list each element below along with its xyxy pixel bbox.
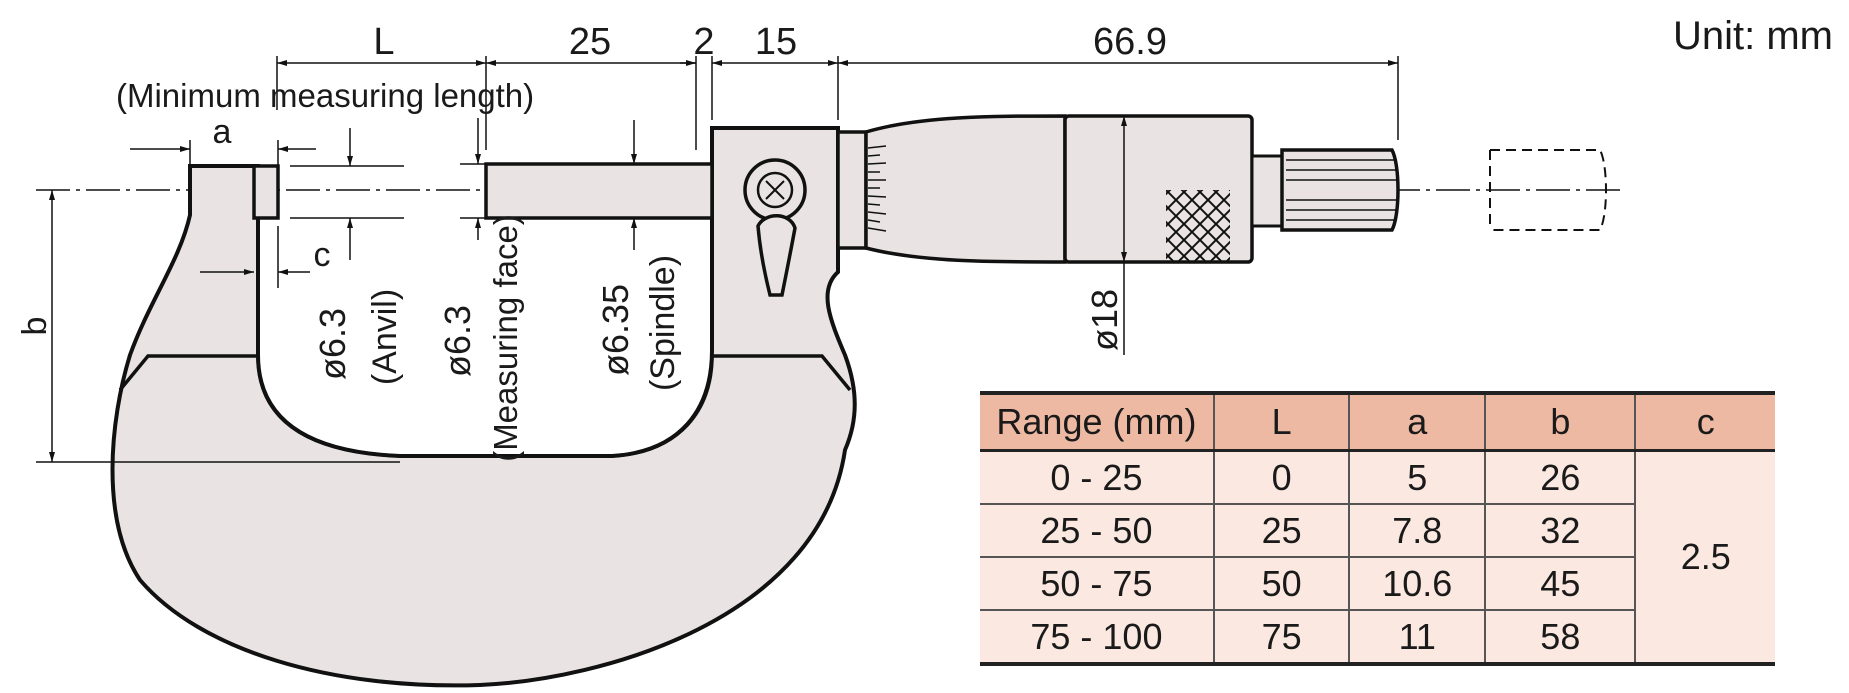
cell-b: 32 <box>1484 503 1636 557</box>
spindle <box>484 162 714 220</box>
cell-range: 75 - 100 <box>980 609 1214 666</box>
cell-c-merged: 2.5 <box>1634 449 1775 666</box>
sleeve <box>836 130 868 250</box>
anvil-dia-label: ø6.3 <box>312 308 353 380</box>
header-range: Range (mm) <box>980 391 1214 452</box>
measuring-face-label: (Measuring face) <box>487 214 524 462</box>
micrometer-frame <box>110 126 857 688</box>
dim-c-label: c <box>314 236 331 274</box>
face-dia-label: ø6.3 <box>437 305 478 377</box>
dim-a-label: a <box>213 113 232 151</box>
cell-L: 0 <box>1212 449 1350 504</box>
ratchet-stop <box>1280 148 1400 232</box>
table-row: 25 - 50 25 7.8 32 <box>980 503 1775 557</box>
knurl-pattern <box>1166 190 1230 262</box>
cell-L: 75 <box>1212 609 1350 666</box>
dim-L-label: L <box>373 21 394 63</box>
dimension-lines <box>36 60 1398 463</box>
cell-b: 45 <box>1484 556 1636 610</box>
cell-a: 10.6 <box>1348 556 1486 610</box>
min-length-label: (Minimum measuring length) <box>116 77 534 114</box>
cell-range: 50 - 75 <box>980 556 1214 610</box>
thimble <box>864 114 1067 264</box>
range-spec-table: Range (mm) L a b c 0 - 25 0 5 26 2.5 25 … <box>980 391 1775 666</box>
thimble-scale <box>867 145 887 232</box>
anvil-label: (Anvil) <box>366 289 404 385</box>
thimble-dia-label: ø18 <box>1084 289 1125 351</box>
spindle-dia-label: ø6.35 <box>595 284 636 376</box>
lock-nut-cross <box>765 180 785 200</box>
table-row: 0 - 25 0 5 26 2.5 <box>980 449 1775 666</box>
cell-a: 7.8 <box>1348 503 1486 557</box>
frame-face-plate <box>118 354 852 458</box>
table-row: 50 - 75 50 10.6 45 <box>980 556 1775 610</box>
header-L: L <box>1212 391 1350 452</box>
lock-lever <box>756 214 797 297</box>
unit-label: Unit: mm <box>1673 14 1833 58</box>
anvil <box>252 164 280 220</box>
cell-b: 26 <box>1484 449 1636 504</box>
dim-2-label: 2 <box>693 21 714 63</box>
spindle-label: (Spindle) <box>644 255 682 391</box>
table-header-row: Range (mm) L a b c <box>980 391 1775 452</box>
ratchet-grooves <box>1286 159 1397 221</box>
cell-a: 5 <box>1348 449 1486 504</box>
header-c: c <box>1634 391 1775 452</box>
cell-L: 25 <box>1212 503 1350 557</box>
header-a: a <box>1348 391 1486 452</box>
table-row: 75 - 100 75 11 58 <box>980 609 1775 666</box>
header-b: b <box>1484 391 1636 452</box>
cell-b: 58 <box>1484 609 1636 666</box>
ratchet-neck <box>1250 154 1284 228</box>
cell-range: 0 - 25 <box>980 449 1214 504</box>
dim-25-label: 25 <box>569 21 611 63</box>
cell-L: 50 <box>1212 556 1350 610</box>
dim-669-label: 66.9 <box>1093 21 1167 63</box>
dim-b-label: b <box>16 317 54 336</box>
cell-a: 11 <box>1348 609 1486 666</box>
dim-15-label: 15 <box>755 21 797 63</box>
cell-range: 25 - 50 <box>980 503 1214 557</box>
extended-outline <box>1489 149 1607 231</box>
